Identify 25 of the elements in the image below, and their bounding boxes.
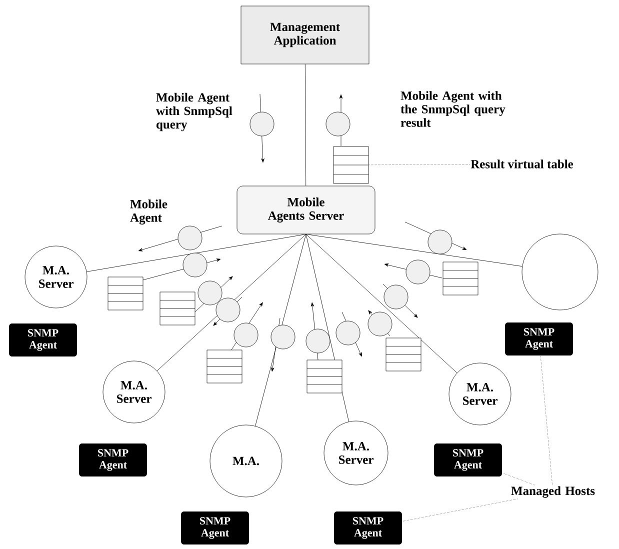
table-icon [333,146,369,184]
server-box: Mobile Agents Server [236,186,376,234]
application-box: Management Application [240,6,370,64]
leader-line [368,164,470,166]
agent-box: SNMP Agent [79,444,147,476]
agent-box: SNMP Agent [181,512,249,544]
host-circle [522,234,598,310]
connector-line [306,234,522,267]
connector-line [86,234,306,272]
annotation-text: Result virtual table [470,160,574,168]
agent-box: SNMP Agent [505,322,573,356]
annotation-text: Managed Hosts [511,486,595,498]
agent-box: SNMP Agent [334,512,402,544]
agent-label: Mobile Agent [130,200,168,224]
leader-line [502,472,535,486]
connector-line [306,234,458,374]
leader-line [402,498,518,522]
agent-box: SNMP Agent [434,444,502,476]
agent-label: Mobile Agent with the SnmpSql query result [400,91,506,127]
agent-label: Mobile Agent with SnmpSql query [156,92,232,132]
connector-line [304,64,306,186]
connector-line [255,234,306,426]
leader-line [540,356,553,486]
connector-line [156,234,306,372]
agent-box: SNMP Agent [9,324,77,356]
